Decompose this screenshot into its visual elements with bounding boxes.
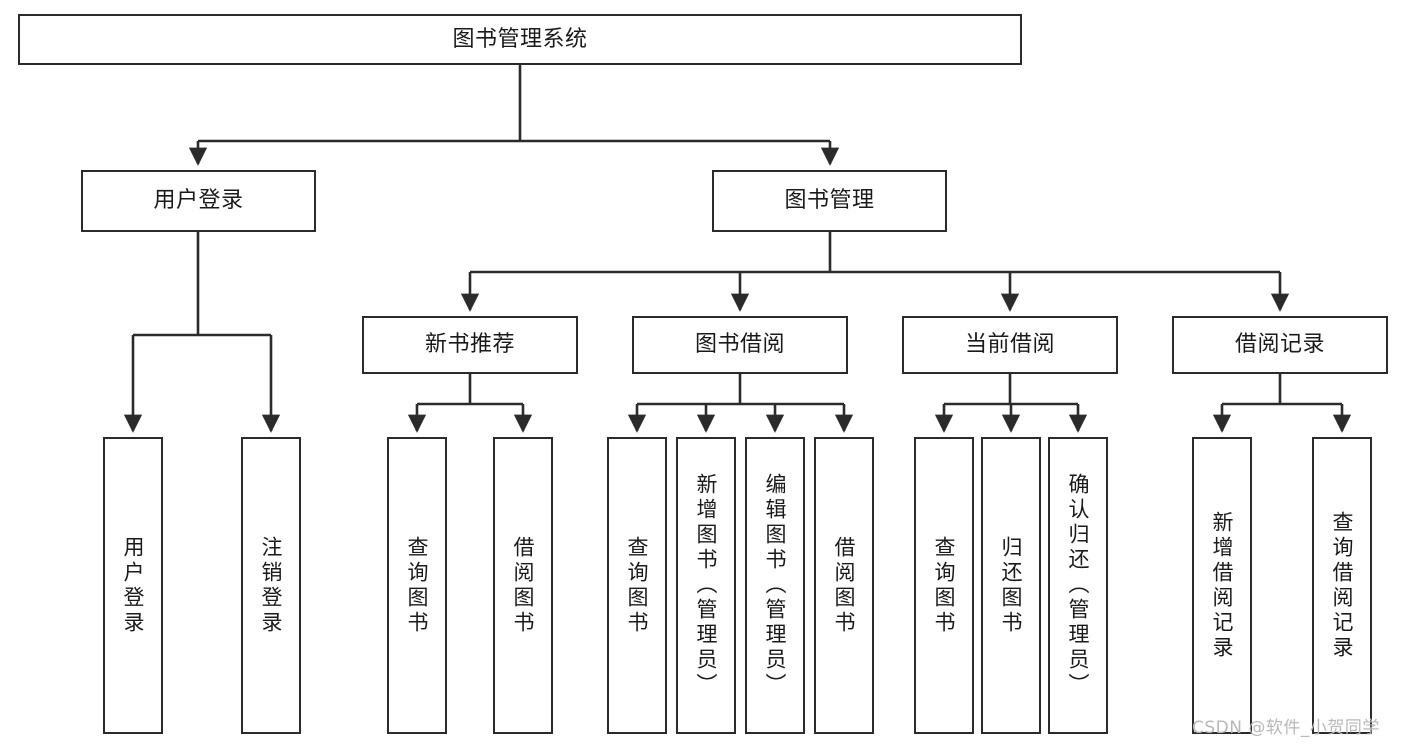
node-label: 新增借阅记录 <box>1210 510 1235 661</box>
node-root-book-management-system[interactable]: 图书管理系统 <box>18 14 1022 65</box>
leaf-borrow-record-add-record[interactable]: 新增借阅记录 <box>1192 437 1252 734</box>
leaf-current-borrow-return-books[interactable]: 归还图书 <box>981 437 1041 734</box>
leaf-user-login-signout[interactable]: 注销登录 <box>241 437 301 734</box>
node-label: 新增图书（管理员） <box>694 473 719 698</box>
leaf-book-borrow-borrow-books[interactable]: 借阅图书 <box>814 437 874 734</box>
node-label: 借阅记录 <box>1234 332 1325 358</box>
node-label: 借阅图书 <box>832 535 857 636</box>
leaf-user-login-signin[interactable]: 用户登录 <box>103 437 163 734</box>
node-label: 用户登录 <box>153 188 244 214</box>
node-label: 归还图书 <box>999 535 1024 636</box>
node-label: 注销登录 <box>259 535 284 636</box>
node-label: 编辑图书（管理员） <box>763 473 788 698</box>
leaf-book-borrow-query-books[interactable]: 查询图书 <box>607 437 667 734</box>
node-label: 借阅图书 <box>511 535 536 636</box>
node-label: 图书管理 <box>784 188 875 214</box>
leaf-current-borrow-query-books[interactable]: 查询图书 <box>914 437 974 734</box>
leaf-book-borrow-add-book-admin[interactable]: 新增图书（管理员） <box>676 437 736 734</box>
node-label: 查询图书 <box>405 535 430 636</box>
leaf-borrow-record-query-record[interactable]: 查询借阅记录 <box>1312 437 1372 734</box>
watermark-text: CSDN @软件_小贺同学 <box>1192 718 1380 738</box>
node-current-borrowing[interactable]: 当前借阅 <box>902 316 1118 374</box>
node-label: 查询图书 <box>625 535 650 636</box>
node-book-management[interactable]: 图书管理 <box>712 170 947 232</box>
node-label: 当前借阅 <box>964 332 1055 358</box>
node-label: 新书推荐 <box>424 332 515 358</box>
node-user-login[interactable]: 用户登录 <box>81 170 316 232</box>
leaf-current-borrow-confirm-return-admin[interactable]: 确认归还（管理员） <box>1048 437 1108 734</box>
leaf-book-borrow-edit-book-admin[interactable]: 编辑图书（管理员） <box>745 437 805 734</box>
leaf-new-book-borrow-books[interactable]: 借阅图书 <box>493 437 553 734</box>
node-new-book-recommendation[interactable]: 新书推荐 <box>362 316 578 374</box>
node-borrowing-record[interactable]: 借阅记录 <box>1172 316 1388 374</box>
node-label: 图书管理系统 <box>452 26 588 52</box>
node-label: 查询借阅记录 <box>1330 510 1355 661</box>
node-label: 查询图书 <box>932 535 957 636</box>
node-label: 用户登录 <box>121 535 146 636</box>
node-book-borrowing[interactable]: 图书借阅 <box>632 316 848 374</box>
node-label: 确认归还（管理员） <box>1066 473 1091 698</box>
node-label: 图书借阅 <box>694 332 785 358</box>
leaf-new-book-query-books[interactable]: 查询图书 <box>387 437 447 734</box>
